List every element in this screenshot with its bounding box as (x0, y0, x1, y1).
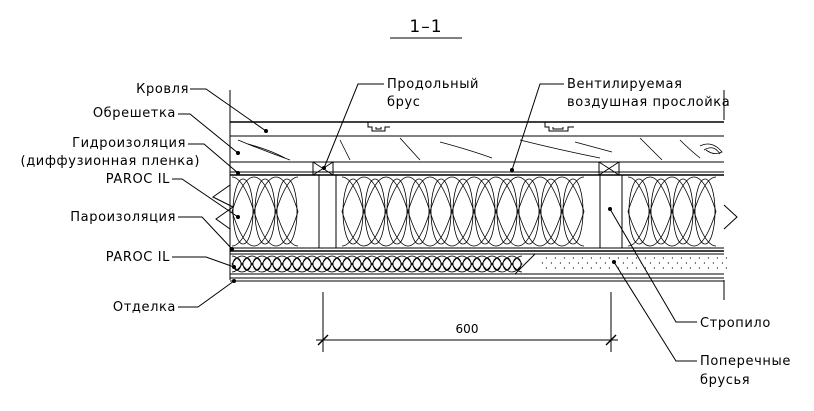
label-vent-1: Вентилируемая (567, 77, 683, 92)
label-waterproofing-1: Гидроизоляция (72, 136, 186, 151)
label-roofing: Кровля (136, 82, 189, 97)
battens-layer (230, 137, 724, 163)
label-battens: Обрешетка (93, 106, 176, 121)
ventilated-gap (230, 161, 724, 176)
finish-layer (230, 277, 724, 282)
label-rafter: Стропило (700, 316, 771, 331)
dimension-600: 600 (316, 292, 618, 352)
right-callouts: Стропило Поперечные брусья (608, 207, 791, 388)
roof-layers (212, 90, 738, 300)
label-longitudinal-2: брус (387, 95, 421, 110)
label-waterproofing-2: (диффузионная пленка) (21, 154, 200, 169)
roofing-layer (230, 121, 724, 137)
paroc-bottom-layer (230, 253, 728, 275)
label-finish: Отделка (113, 300, 176, 315)
section-title: 1–1 (409, 17, 442, 37)
label-longitudinal-1: Продольный (387, 77, 479, 92)
paroc-top-layer (212, 174, 738, 252)
label-vent-2: воздушная прослойка (567, 95, 730, 110)
left-callouts: Кровля Обрешетка Гидроизоляция (диффузио… (21, 82, 268, 315)
dimension-value: 600 (456, 322, 479, 336)
label-paroc-bottom: PAROC IL (106, 250, 170, 265)
top-callouts: Продольный брус Вентилируемая воздушная … (322, 77, 730, 172)
label-vapor-barrier: Пароизоляция (70, 210, 176, 225)
label-cross-1: Поперечные (700, 354, 791, 369)
label-paroc-top: PAROC IL (106, 172, 170, 187)
label-cross-2: брусья (700, 373, 750, 388)
